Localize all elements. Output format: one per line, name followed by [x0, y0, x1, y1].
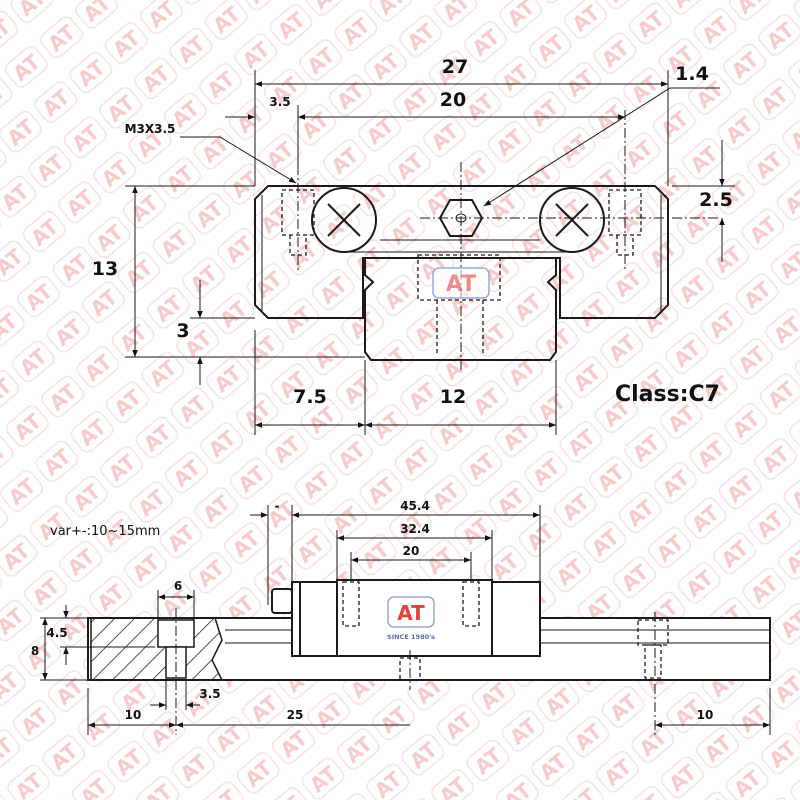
dim-hole-pitch: 20	[440, 89, 466, 111]
dim-body-length: 32.4	[400, 522, 430, 536]
dim-nipple-height: 2.5	[699, 189, 733, 211]
dim-end-pitch-right: 10	[697, 708, 714, 722]
dim-side-width: 7.5	[293, 386, 327, 408]
dim-overall-width: 27	[442, 56, 468, 78]
dim-block-length: 45.4	[400, 499, 430, 513]
length-variance-note: var+-:10~15mm	[50, 524, 160, 539]
ball-left	[311, 187, 377, 253]
svg-text:AT: AT	[446, 272, 476, 297]
dim-rail-width: 12	[440, 386, 466, 408]
dim-top-offset: 1.4	[675, 63, 709, 85]
dim-counterbore-depth: 4.5	[46, 626, 67, 640]
side-logo: AT SINCE 1980's	[387, 596, 435, 641]
dim-rail-pitch: 25	[287, 708, 304, 722]
front-view: AT 27 20 3.5 1.4 M3X3.5 2.5 13 3 7.5	[92, 56, 735, 435]
dim-hole-offset: 3.5	[269, 95, 290, 109]
svg-text:SINCE 1980's: SINCE 1980's	[387, 633, 435, 641]
class-label: Class:C7	[615, 382, 720, 407]
rail-profile	[364, 257, 557, 361]
dim-hole-dia: 3.5	[199, 687, 220, 701]
rail-section-hatch	[90, 617, 224, 681]
dim-counterbore-dia: 6	[174, 579, 182, 593]
side-view: var+-:10~15mm AT SINCE 1980's	[31, 499, 771, 735]
carriage-block	[254, 185, 669, 319]
front-logo: AT	[432, 267, 490, 299]
dim-hole-pitch-side: 20	[403, 544, 420, 558]
dim-rail-gap: 3	[176, 320, 189, 342]
dim-rail-height: 8	[31, 644, 39, 658]
screw-spec-label: M3X3.5	[125, 122, 176, 136]
dim-total-height: 13	[92, 258, 118, 280]
svg-text:AT: AT	[397, 601, 425, 625]
dim-nipple-length: -	[275, 499, 280, 513]
dim-end-pitch-left: 10	[125, 708, 142, 722]
ball-right	[539, 187, 605, 253]
grease-nipple-side	[271, 588, 293, 614]
